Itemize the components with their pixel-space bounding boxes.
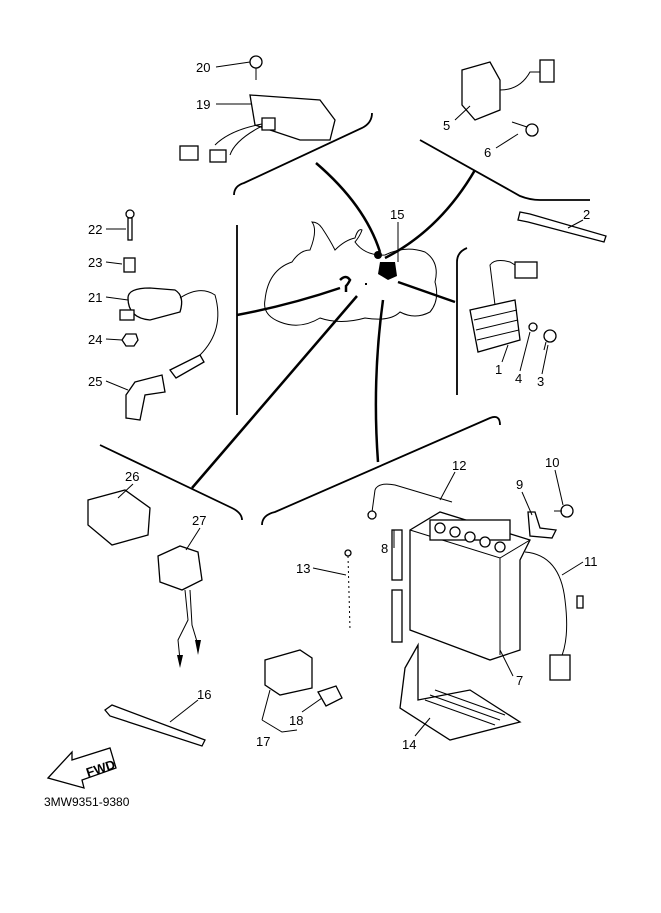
callout-22: 22 — [88, 222, 102, 237]
frame-top-center — [233, 112, 373, 196]
callout-10: 10 — [545, 455, 559, 470]
callout-14: 14 — [402, 737, 416, 752]
frame-right — [456, 247, 468, 395]
part-6-bolt — [511, 121, 539, 137]
part-17-starter-relay — [264, 649, 313, 696]
part-22-screw — [125, 209, 135, 241]
drawing-code: 3MW9351-9380 — [44, 795, 130, 809]
part-18-fuse — [317, 685, 343, 707]
frame-top-right — [419, 139, 590, 201]
part-14-battery-tray — [399, 642, 522, 741]
part-20-screw — [249, 55, 263, 80]
part-2-cable-band — [517, 211, 607, 243]
part-25-spark-plug-cap — [125, 354, 205, 421]
part-15-shape — [378, 262, 397, 280]
callout-17: 17 — [256, 734, 270, 749]
callout-18: 18 — [289, 713, 303, 728]
part-10-bolt — [554, 504, 574, 518]
callout-20: 20 — [196, 60, 210, 75]
part-24-nut — [121, 333, 139, 347]
part-16-cable-band — [104, 704, 206, 747]
callout-27: 27 — [192, 513, 206, 528]
part-21-ignition-coil — [119, 287, 219, 356]
part-1-rectifier-regulator — [469, 260, 538, 353]
frame-bottom-left — [99, 444, 243, 521]
leader-curves — [191, 162, 477, 489]
callout-6: 6 — [484, 145, 491, 160]
callout-12: 12 — [452, 458, 466, 473]
motorcycle-outline — [264, 221, 438, 326]
part-26-relay — [87, 489, 151, 546]
callout-26: 26 — [125, 469, 139, 484]
callout-7: 7 — [516, 673, 523, 688]
callout-3: 3 — [537, 374, 544, 389]
part-8-tube — [391, 529, 403, 643]
callout-19: 19 — [196, 97, 210, 112]
callout-24: 24 — [88, 332, 102, 347]
callout-numbers: 1 2 3 4 5 6 7 8 9 10 11 12 13 14 15 16 1… — [88, 60, 598, 752]
callout-13: 13 — [296, 561, 310, 576]
callout-8: 8 — [381, 541, 388, 556]
callout-11: 11 — [584, 554, 598, 569]
fwd-arrow-icon: FWD — [46, 747, 117, 789]
part-3-bolt — [543, 329, 557, 351]
callout-15: 15 — [390, 207, 404, 222]
callout-16: 16 — [197, 687, 211, 702]
callout-25: 25 — [88, 374, 102, 389]
part-27-flasher-relay — [157, 545, 203, 668]
frame-bottom-right — [261, 416, 501, 526]
part-9-bracket — [527, 511, 557, 539]
callout-1: 1 — [495, 362, 502, 377]
callout-4: 4 — [515, 371, 522, 386]
callout-21: 21 — [88, 290, 102, 305]
part-13-chain — [344, 549, 352, 631]
part-19-cdi-unit — [179, 94, 336, 163]
part-23-collar — [123, 257, 136, 273]
part-11-breather-hose — [524, 551, 584, 681]
callout-23: 23 — [88, 255, 102, 270]
part-7-battery — [409, 511, 531, 661]
callout-2: 2 — [583, 207, 590, 222]
callout-5: 5 — [443, 118, 450, 133]
part-4-washer — [528, 322, 538, 332]
part-12-battery-lead — [367, 483, 453, 520]
part-5-relay — [461, 59, 555, 121]
callout-9: 9 — [516, 477, 523, 492]
callout-leaders — [105, 61, 584, 737]
